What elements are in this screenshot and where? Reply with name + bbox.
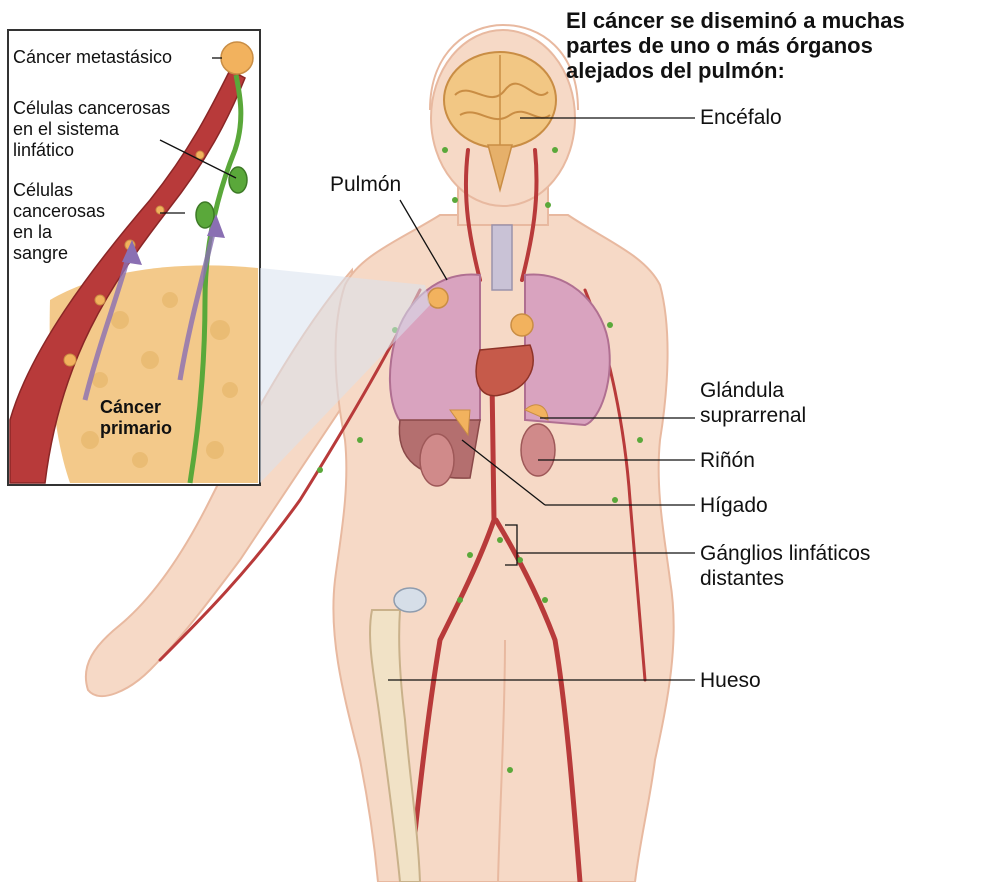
inset-blood-cells-line-1: Células xyxy=(13,180,105,201)
label-lymph-line-1: Gánglios linfáticos xyxy=(700,541,870,566)
label-lung: Pulmón xyxy=(330,172,401,197)
heading-line-1: El cáncer se diseminó a muchas xyxy=(566,8,905,33)
label-kidney: Riñón xyxy=(700,448,755,473)
inset-label-primary-cancer: Cáncer primario xyxy=(100,397,172,439)
inset-label-blood-cells: Células cancerosas en la sangre xyxy=(13,180,105,264)
heading-line-3: alejados del pulmón: xyxy=(566,58,905,83)
inset-label-metastatic: Cáncer metastásico xyxy=(13,47,172,68)
inset-blood-cells-line-4: sangre xyxy=(13,243,105,264)
diagram-heading: El cáncer se diseminó a muchas partes de… xyxy=(566,8,905,83)
label-adrenal-gland: Glándula suprarrenal xyxy=(700,378,806,428)
inset-lymph-cells-line-1: Células cancerosas xyxy=(13,98,170,119)
label-distant-lymph-nodes: Gánglios linfáticos distantes xyxy=(700,541,870,591)
inset-lymph-cells-line-2: en el sistema xyxy=(13,119,170,140)
inset-lymph-cells-line-3: linfático xyxy=(13,140,170,161)
inset-blood-cells-line-3: en la xyxy=(13,222,105,243)
label-lymph-line-2: distantes xyxy=(700,566,870,591)
label-liver: Hígado xyxy=(700,493,768,518)
label-adrenal-line-2: suprarrenal xyxy=(700,403,806,428)
heading-line-2: partes de uno o más órganos xyxy=(566,33,905,58)
label-adrenal-line-1: Glándula xyxy=(700,378,806,403)
label-brain: Encéfalo xyxy=(700,105,782,130)
label-bone: Hueso xyxy=(700,668,761,693)
inset-label-lymph-cells: Células cancerosas en el sistema linfáti… xyxy=(13,98,170,161)
trachea xyxy=(492,225,512,290)
inset-primary-line-2: primario xyxy=(100,418,172,439)
inset-blood-cells-line-2: cancerosas xyxy=(13,201,105,222)
inset-primary-line-1: Cáncer xyxy=(100,397,172,418)
